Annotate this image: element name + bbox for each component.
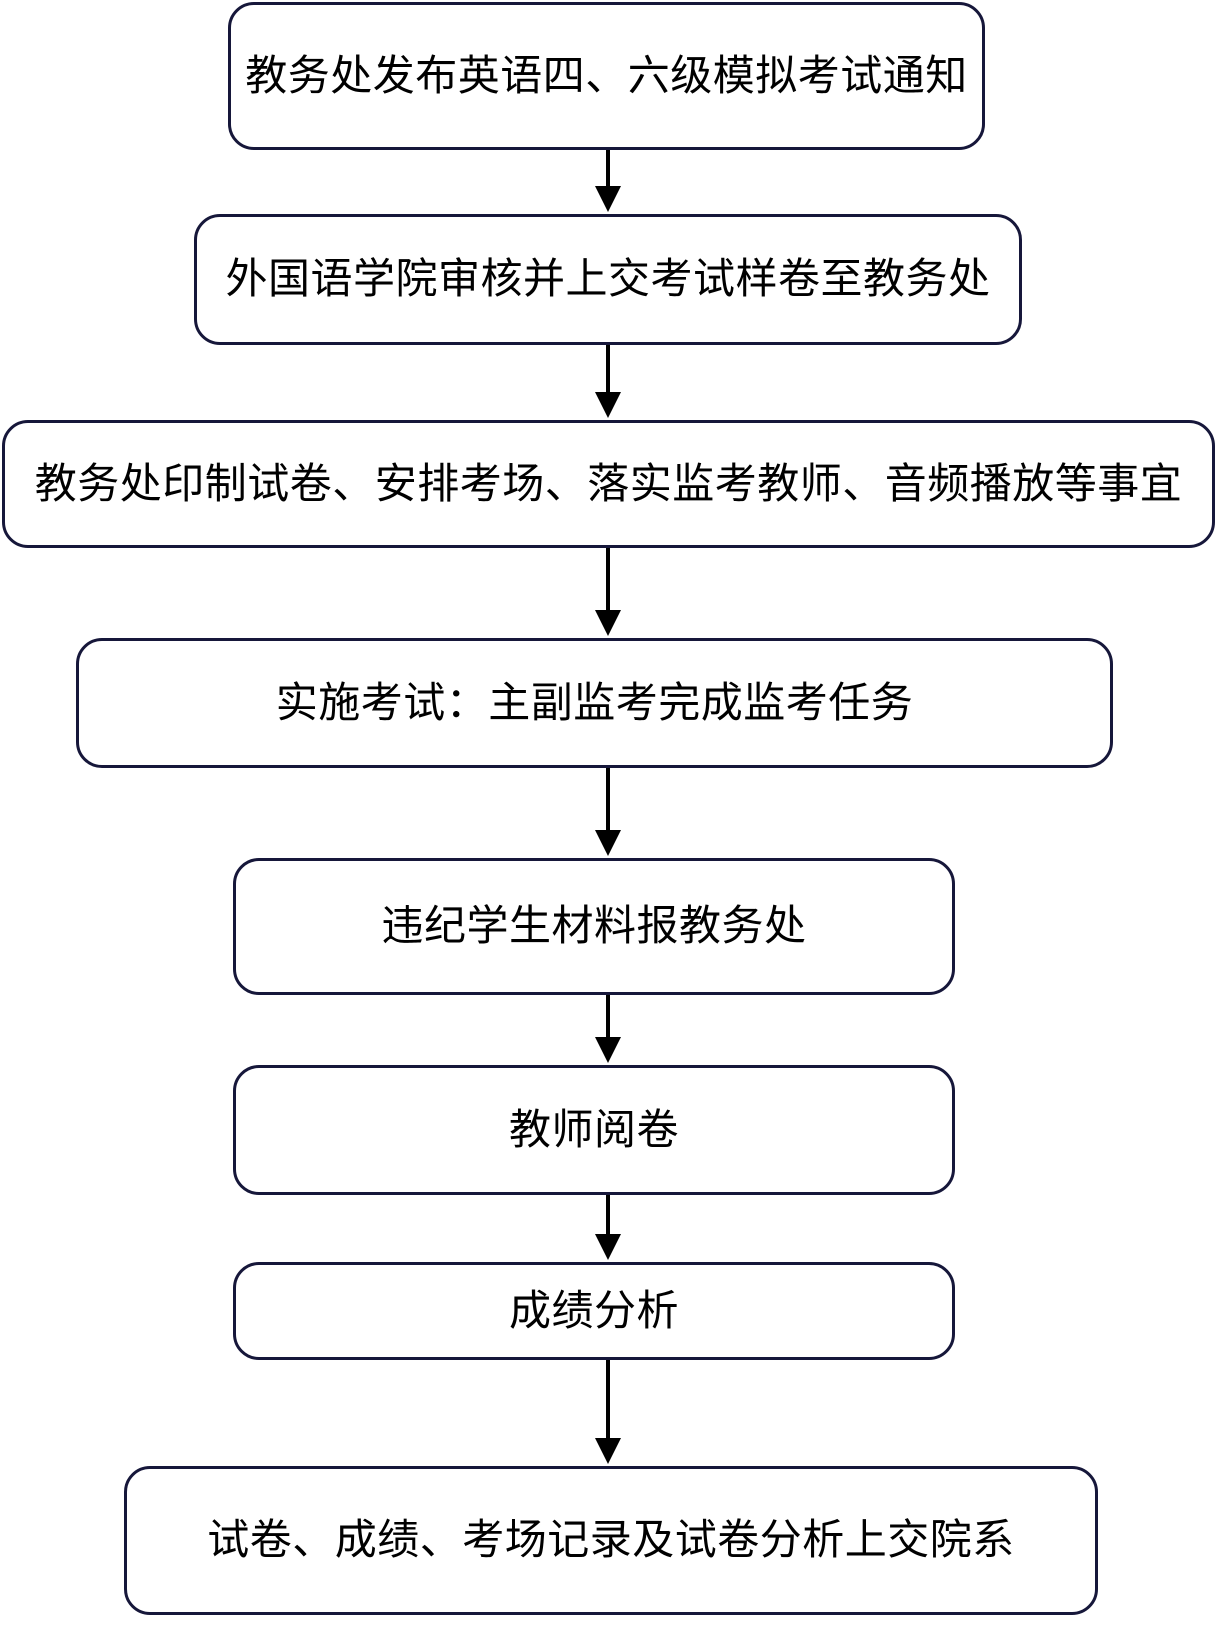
flow-node-label: 实施考试：主副监考完成监考任务 (275, 678, 914, 726)
connector-arrow-3 (588, 548, 628, 638)
flow-node-label: 教务处发布英语四、六级模拟考试通知 (245, 51, 968, 99)
flow-node-label: 试卷、成绩、考场记录及试卷分析上交院系 (207, 1516, 1015, 1564)
connector-arrow-5 (588, 995, 628, 1065)
connector-arrow-6 (588, 1195, 628, 1262)
connector-arrow-1 (588, 150, 628, 214)
flow-node-2[interactable]: 外国语学院审核并上交考试样卷至教务处 (194, 214, 1022, 345)
flow-node-7[interactable]: 成绩分析 (233, 1262, 955, 1360)
flow-node-label: 教务处印制试卷、安排考场、落实监考教师、音频播放等事宜 (34, 459, 1183, 507)
connector-arrow-2 (588, 345, 628, 420)
flow-node-8[interactable]: 试卷、成绩、考场记录及试卷分析上交院系 (124, 1466, 1098, 1615)
flow-node-1[interactable]: 教务处发布英语四、六级模拟考试通知 (228, 2, 985, 150)
flow-node-label: 违纪学生材料报教务处 (381, 902, 807, 950)
flow-node-5[interactable]: 违纪学生材料报教务处 (233, 858, 955, 995)
flow-node-4[interactable]: 实施考试：主副监考完成监考任务 (76, 638, 1113, 768)
connector-arrow-4 (588, 768, 628, 858)
connector-arrow-7 (588, 1360, 628, 1466)
flow-node-label: 成绩分析 (508, 1286, 679, 1334)
flow-node-6[interactable]: 教师阅卷 (233, 1065, 955, 1195)
flow-node-label: 外国语学院审核并上交考试样卷至教务处 (225, 255, 991, 303)
flow-node-label: 教师阅卷 (508, 1105, 679, 1153)
flow-node-3[interactable]: 教务处印制试卷、安排考场、落实监考教师、音频播放等事宜 (2, 420, 1215, 548)
